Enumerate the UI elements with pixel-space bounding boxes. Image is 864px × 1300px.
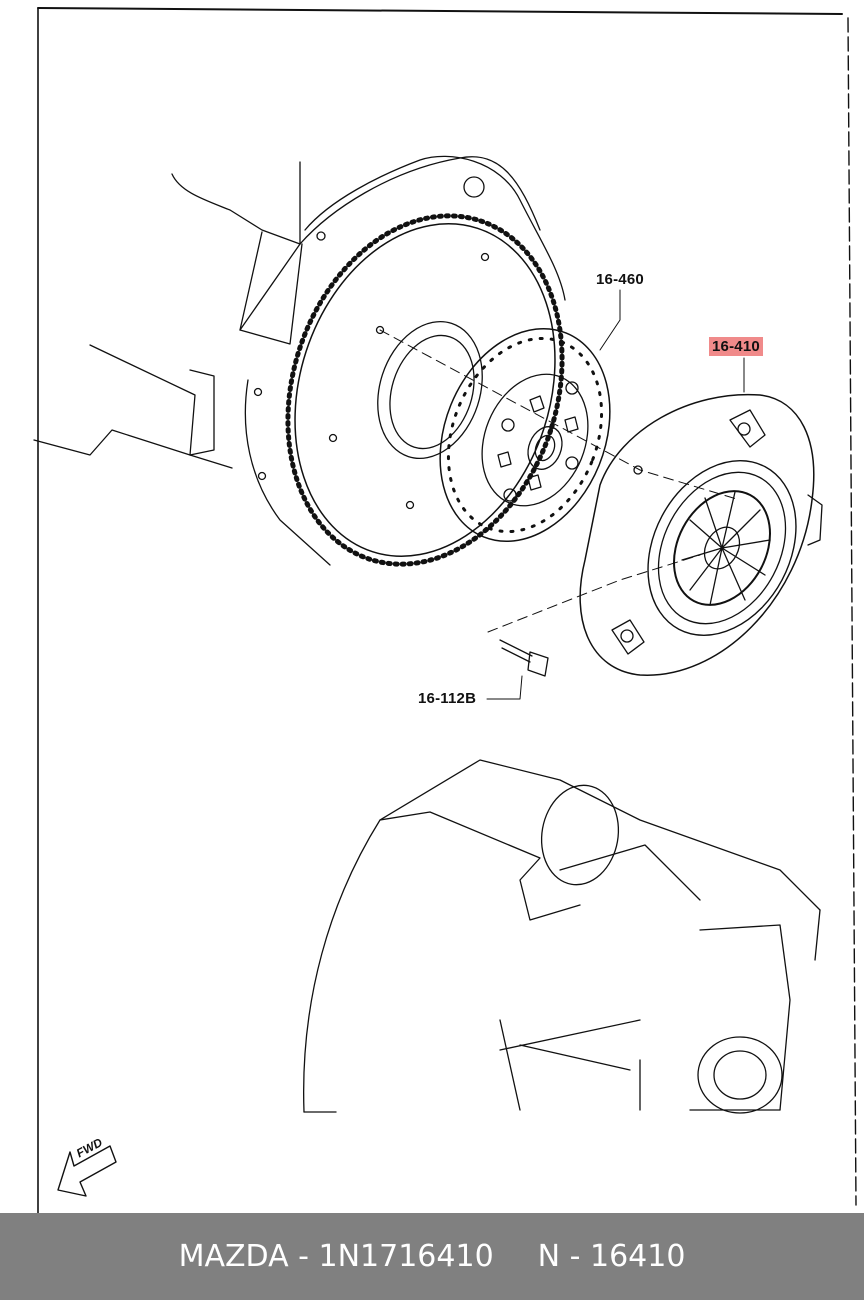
leader-lines	[379, 289, 745, 700]
flywheel	[285, 213, 565, 567]
part-number-footer: MAZDA - 1N1716410 N - 16410	[0, 1213, 864, 1300]
reference-number-text: N - 16410	[537, 1239, 686, 1274]
engine-rear-plate	[244, 155, 566, 566]
page-frame	[37, 7, 857, 1213]
bolt	[499, 639, 549, 677]
clutch-cover	[579, 393, 823, 676]
fwd-arrow-icon	[57, 1145, 117, 1197]
callout-clutch-disc: 16-460	[596, 271, 644, 288]
transmission-housing	[302, 759, 821, 1114]
clutch-disc	[439, 327, 611, 543]
callout-clutch-cover: 16-410	[709, 337, 763, 356]
exploded-parts-diagram	[33, 7, 857, 1213]
part-number-text: MAZDA - 1N1716410	[178, 1239, 494, 1274]
callout-bolt: 16-112B	[418, 690, 477, 707]
